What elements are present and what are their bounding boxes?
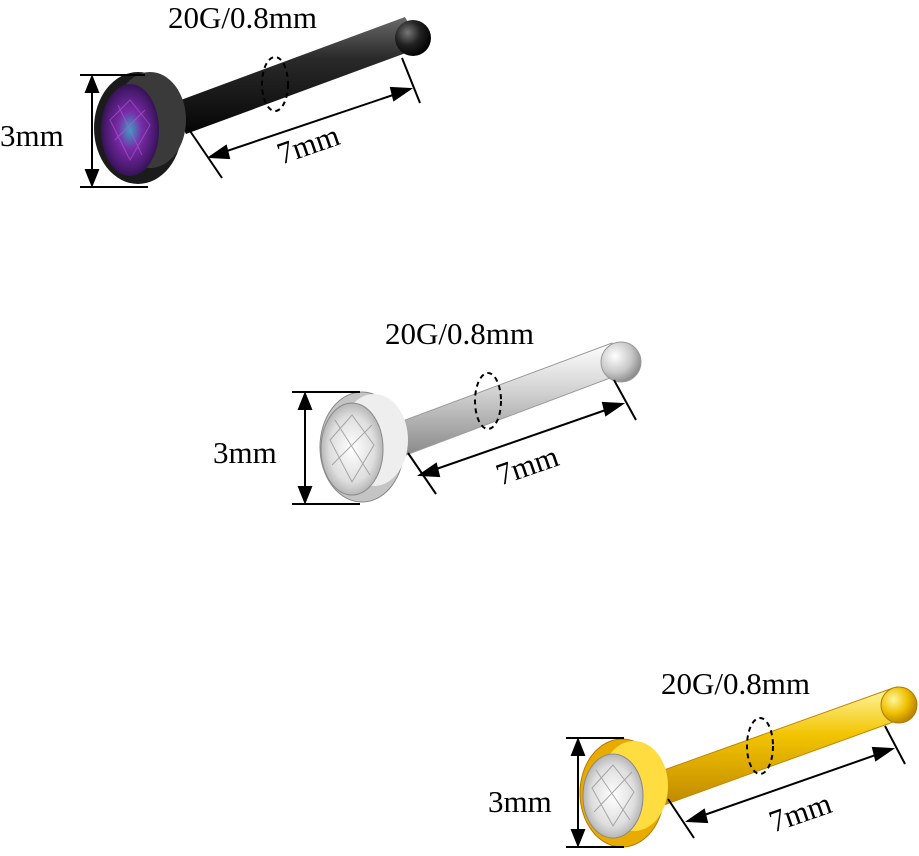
ball <box>600 341 642 383</box>
gauge-marker <box>474 372 502 430</box>
gauge-marker <box>261 56 289 112</box>
height-label: 3mm <box>213 435 277 470</box>
height-label: 3mm <box>0 118 64 153</box>
gauge-marker <box>746 717 774 775</box>
ball <box>395 20 431 56</box>
height-label: 3mm <box>488 784 552 819</box>
bar <box>649 687 908 806</box>
gauge-label: 20G/0.8mm <box>661 666 810 701</box>
bar <box>170 17 422 134</box>
gauge-label: 20G/0.8mm <box>168 0 317 35</box>
ball <box>880 686 918 724</box>
gauge-label: 20G/0.8mm <box>385 316 534 351</box>
